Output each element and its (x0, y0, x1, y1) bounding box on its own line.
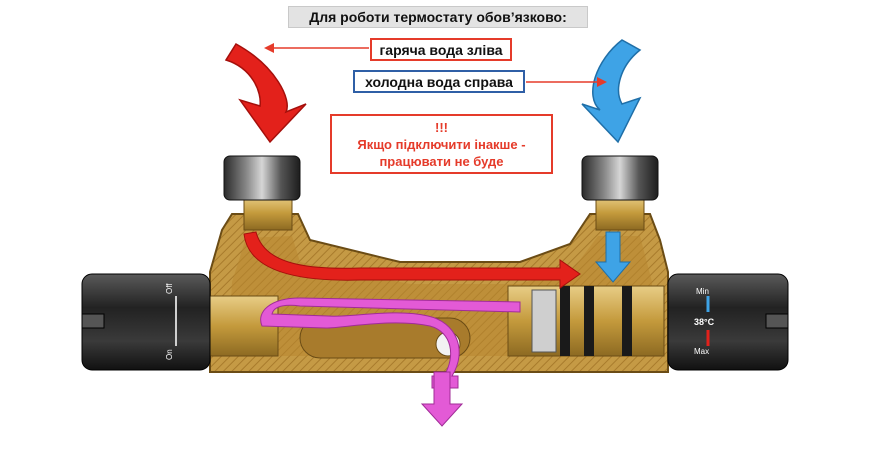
right-knob-max-label: Max (694, 347, 709, 356)
cold-water-label: холодна вода справа (353, 70, 525, 93)
cold-flow-arrow (594, 231, 632, 283)
hot-inlet-arrow (224, 43, 307, 144)
left-knob-off-label: Off (165, 283, 174, 294)
ring-2 (584, 286, 594, 356)
hot-leader-arrowhead (264, 43, 274, 53)
hot-flow-arrow (243, 231, 581, 289)
mixed-flow-arrow (260, 297, 521, 389)
warning-line-1: Якщо підключити інакше - (357, 137, 526, 152)
cold-inlet-nut (581, 155, 659, 201)
ring-silver (531, 289, 557, 353)
left-knob-on-label: On (165, 349, 174, 360)
left-knob-slot (81, 313, 105, 329)
ring-1 (560, 286, 570, 356)
right-knob-temperature: 38°C (694, 317, 715, 327)
hot-water-label: гаряча вода зліва (370, 38, 512, 61)
cold-inlet-arrow (581, 39, 642, 144)
warning-line-2: працювати не буде (379, 154, 504, 169)
cold-inlet-thread (595, 195, 645, 231)
warning-box: !!! Якщо підключити інакше - працювати н… (330, 114, 553, 174)
ring-3 (622, 286, 632, 356)
right-knob-slot (765, 313, 789, 329)
cold-leader-arrowhead (597, 77, 607, 87)
hot-inlet-thread (243, 195, 293, 231)
right-knob-min-label: Min (696, 287, 709, 296)
page-title: Для роботи термостату обов’язково: (288, 6, 588, 28)
hot-inlet-nut (223, 155, 301, 201)
warning-marks: !!! (435, 120, 448, 135)
outlet-arrow (420, 371, 464, 427)
